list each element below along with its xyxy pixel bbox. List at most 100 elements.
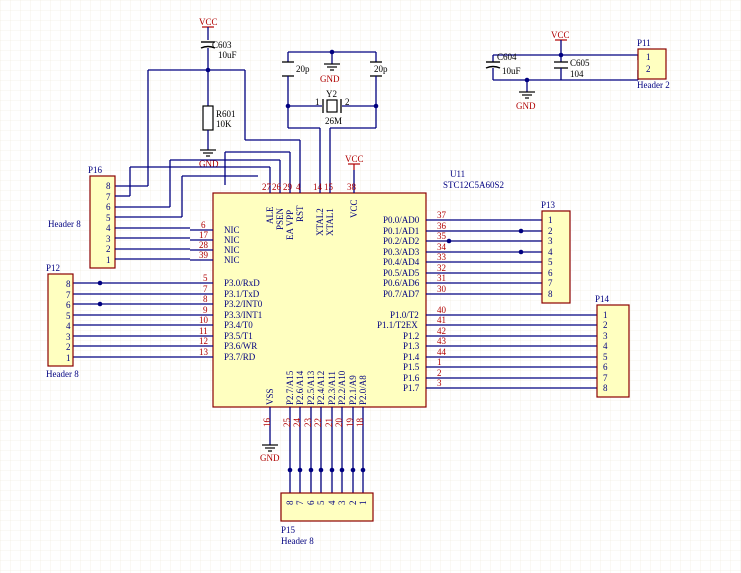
pin-name-rst: RST — [295, 205, 305, 222]
svg-text:GND: GND — [199, 159, 219, 169]
svg-text:3: 3 — [106, 234, 111, 244]
svg-text:7: 7 — [203, 284, 208, 294]
gnd-label-vss: GND — [260, 453, 280, 463]
svg-text:104: 104 — [570, 69, 584, 79]
u11-p1-pins: 40 41 42 43 44 1 2 3 P1.0/T2 P1.1/T2EX P… — [377, 305, 597, 393]
svg-text:22: 22 — [313, 418, 323, 427]
svg-text:NIC: NIC — [224, 225, 240, 235]
power-input: VCC C604 10uF C605 104 GND — [485, 30, 639, 111]
svg-text:12: 12 — [199, 336, 208, 346]
svg-text:18: 18 — [355, 418, 365, 428]
svg-text:5: 5 — [603, 352, 608, 362]
svg-text:6: 6 — [548, 268, 553, 278]
svg-text:41: 41 — [437, 315, 446, 325]
u11-body[interactable] — [212, 192, 427, 408]
svg-text:8: 8 — [285, 500, 295, 505]
svg-text:GND: GND — [320, 74, 340, 84]
crystal-circuit: 20p 20p GND Y2 1 2 26M — [282, 49, 388, 170]
p11-header[interactable]: P11 1 2 Header 2 — [637, 38, 670, 90]
u11-ref: U11 — [450, 169, 465, 179]
xtal-cap-right: 20p — [374, 64, 388, 74]
svg-text:21: 21 — [324, 418, 334, 427]
svg-text:P3.7/RD: P3.7/RD — [224, 352, 256, 362]
svg-text:16: 16 — [262, 418, 272, 428]
c603-ref: C603 — [212, 40, 232, 50]
svg-text:P1.6: P1.6 — [403, 373, 420, 383]
svg-text:33: 33 — [437, 252, 447, 262]
svg-text:1: 1 — [646, 52, 651, 62]
svg-text:28: 28 — [199, 240, 209, 250]
svg-text:P0.3/AD3: P0.3/AD3 — [383, 247, 420, 257]
svg-text:P3.3/INT1: P3.3/INT1 — [224, 310, 262, 320]
r601-body[interactable] — [202, 105, 214, 131]
svg-text:P1.3: P1.3 — [403, 341, 420, 351]
svg-text:1: 1 — [106, 255, 111, 265]
svg-text:1: 1 — [66, 353, 71, 363]
svg-text:P2.3/A11: P2.3/A11 — [327, 371, 337, 405]
svg-text:P1.5: P1.5 — [403, 362, 420, 372]
svg-text:VCC: VCC — [551, 30, 570, 40]
svg-text:P15: P15 — [281, 525, 296, 535]
svg-text:10: 10 — [199, 315, 209, 325]
svg-text:NIC: NIC — [224, 235, 240, 245]
svg-text:20: 20 — [334, 418, 344, 428]
u11-top-pins: 27 26 29 4 14 15 38 ALE PSEN EA VPP RST … — [262, 170, 359, 240]
pin-num-38: 38 — [347, 182, 357, 192]
svg-text:P3.4/T0: P3.4/T0 — [224, 320, 253, 330]
svg-text:P2.2/A10: P2.2/A10 — [337, 370, 347, 405]
svg-text:2: 2 — [437, 368, 442, 378]
svg-text:5: 5 — [66, 311, 71, 321]
p14-header[interactable]: P14 1 2 3 4 5 6 7 8 — [595, 294, 630, 398]
pin-num-14: 14 — [313, 182, 323, 192]
u11-p3-pins: 5 7 8 9 10 11 12 13 P3.0/RxD P3.1/TxD P3… — [73, 273, 263, 362]
svg-text:P16: P16 — [88, 165, 103, 175]
svg-text:P1.7: P1.7 — [403, 383, 420, 393]
pin-num-4: 4 — [296, 182, 301, 192]
svg-text:32: 32 — [437, 263, 446, 273]
svg-text:3: 3 — [548, 236, 553, 246]
p15-header[interactable]: P15 Header 8 8 7 6 5 4 3 2 1 — [280, 492, 374, 546]
y2-body[interactable] — [326, 99, 338, 113]
p13-header[interactable]: P13 1 2 3 4 5 6 7 8 — [541, 200, 571, 304]
pin-name-ea: EA VPP — [285, 210, 295, 240]
svg-text:4: 4 — [327, 500, 337, 505]
svg-text:5: 5 — [548, 257, 553, 267]
pin-name-vcc: VCC — [349, 199, 359, 218]
xtal-cap-left: 20p — [296, 64, 310, 74]
svg-text:1: 1 — [603, 310, 608, 320]
svg-text:3: 3 — [603, 331, 608, 341]
p12-header[interactable]: P12 Header 8 8 7 6 5 4 3 2 1 — [46, 263, 103, 379]
svg-text:7: 7 — [66, 290, 71, 300]
pin-num-29: 29 — [283, 182, 293, 192]
svg-text:10uF: 10uF — [502, 66, 521, 76]
p16-header[interactable]: P16 Header 8 8 7 6 5 4 3 2 1 — [48, 165, 116, 269]
svg-text:7: 7 — [106, 192, 111, 202]
svg-text:7: 7 — [295, 500, 305, 505]
svg-text:P3.5/T1: P3.5/T1 — [224, 331, 253, 341]
svg-text:3: 3 — [337, 500, 347, 505]
r601-value: 10K — [216, 119, 232, 129]
svg-text:P1.1/T2EX: P1.1/T2EX — [377, 320, 418, 330]
svg-text:8: 8 — [106, 181, 111, 191]
svg-text:19: 19 — [345, 418, 355, 428]
vcc-u11: VCC — [345, 154, 364, 170]
svg-text:Header 8: Header 8 — [46, 369, 79, 379]
svg-text:P2.0/A8: P2.0/A8 — [358, 375, 368, 405]
svg-text:P3.6/WR: P3.6/WR — [224, 341, 257, 351]
pin-num-15: 15 — [324, 182, 334, 192]
svg-text:P12: P12 — [46, 263, 60, 273]
svg-text:P14: P14 — [595, 294, 610, 304]
pin-num-27: 27 — [262, 182, 272, 192]
svg-text:1: 1 — [358, 501, 368, 506]
pin-name-psen: PSEN — [275, 207, 285, 230]
u11-nic-pins: 6 17 28 39 NIC NIC NIC NIC — [190, 220, 240, 265]
svg-text:37: 37 — [437, 210, 447, 220]
svg-text:P3.1/TxD: P3.1/TxD — [224, 289, 260, 299]
svg-text:1: 1 — [315, 97, 320, 107]
svg-text:P11: P11 — [637, 38, 651, 48]
svg-text:42: 42 — [437, 326, 446, 336]
svg-text:4: 4 — [66, 321, 71, 331]
y2-ref: Y2 — [326, 89, 337, 99]
svg-text:25: 25 — [282, 418, 292, 428]
r601-ref: R601 — [216, 109, 236, 119]
